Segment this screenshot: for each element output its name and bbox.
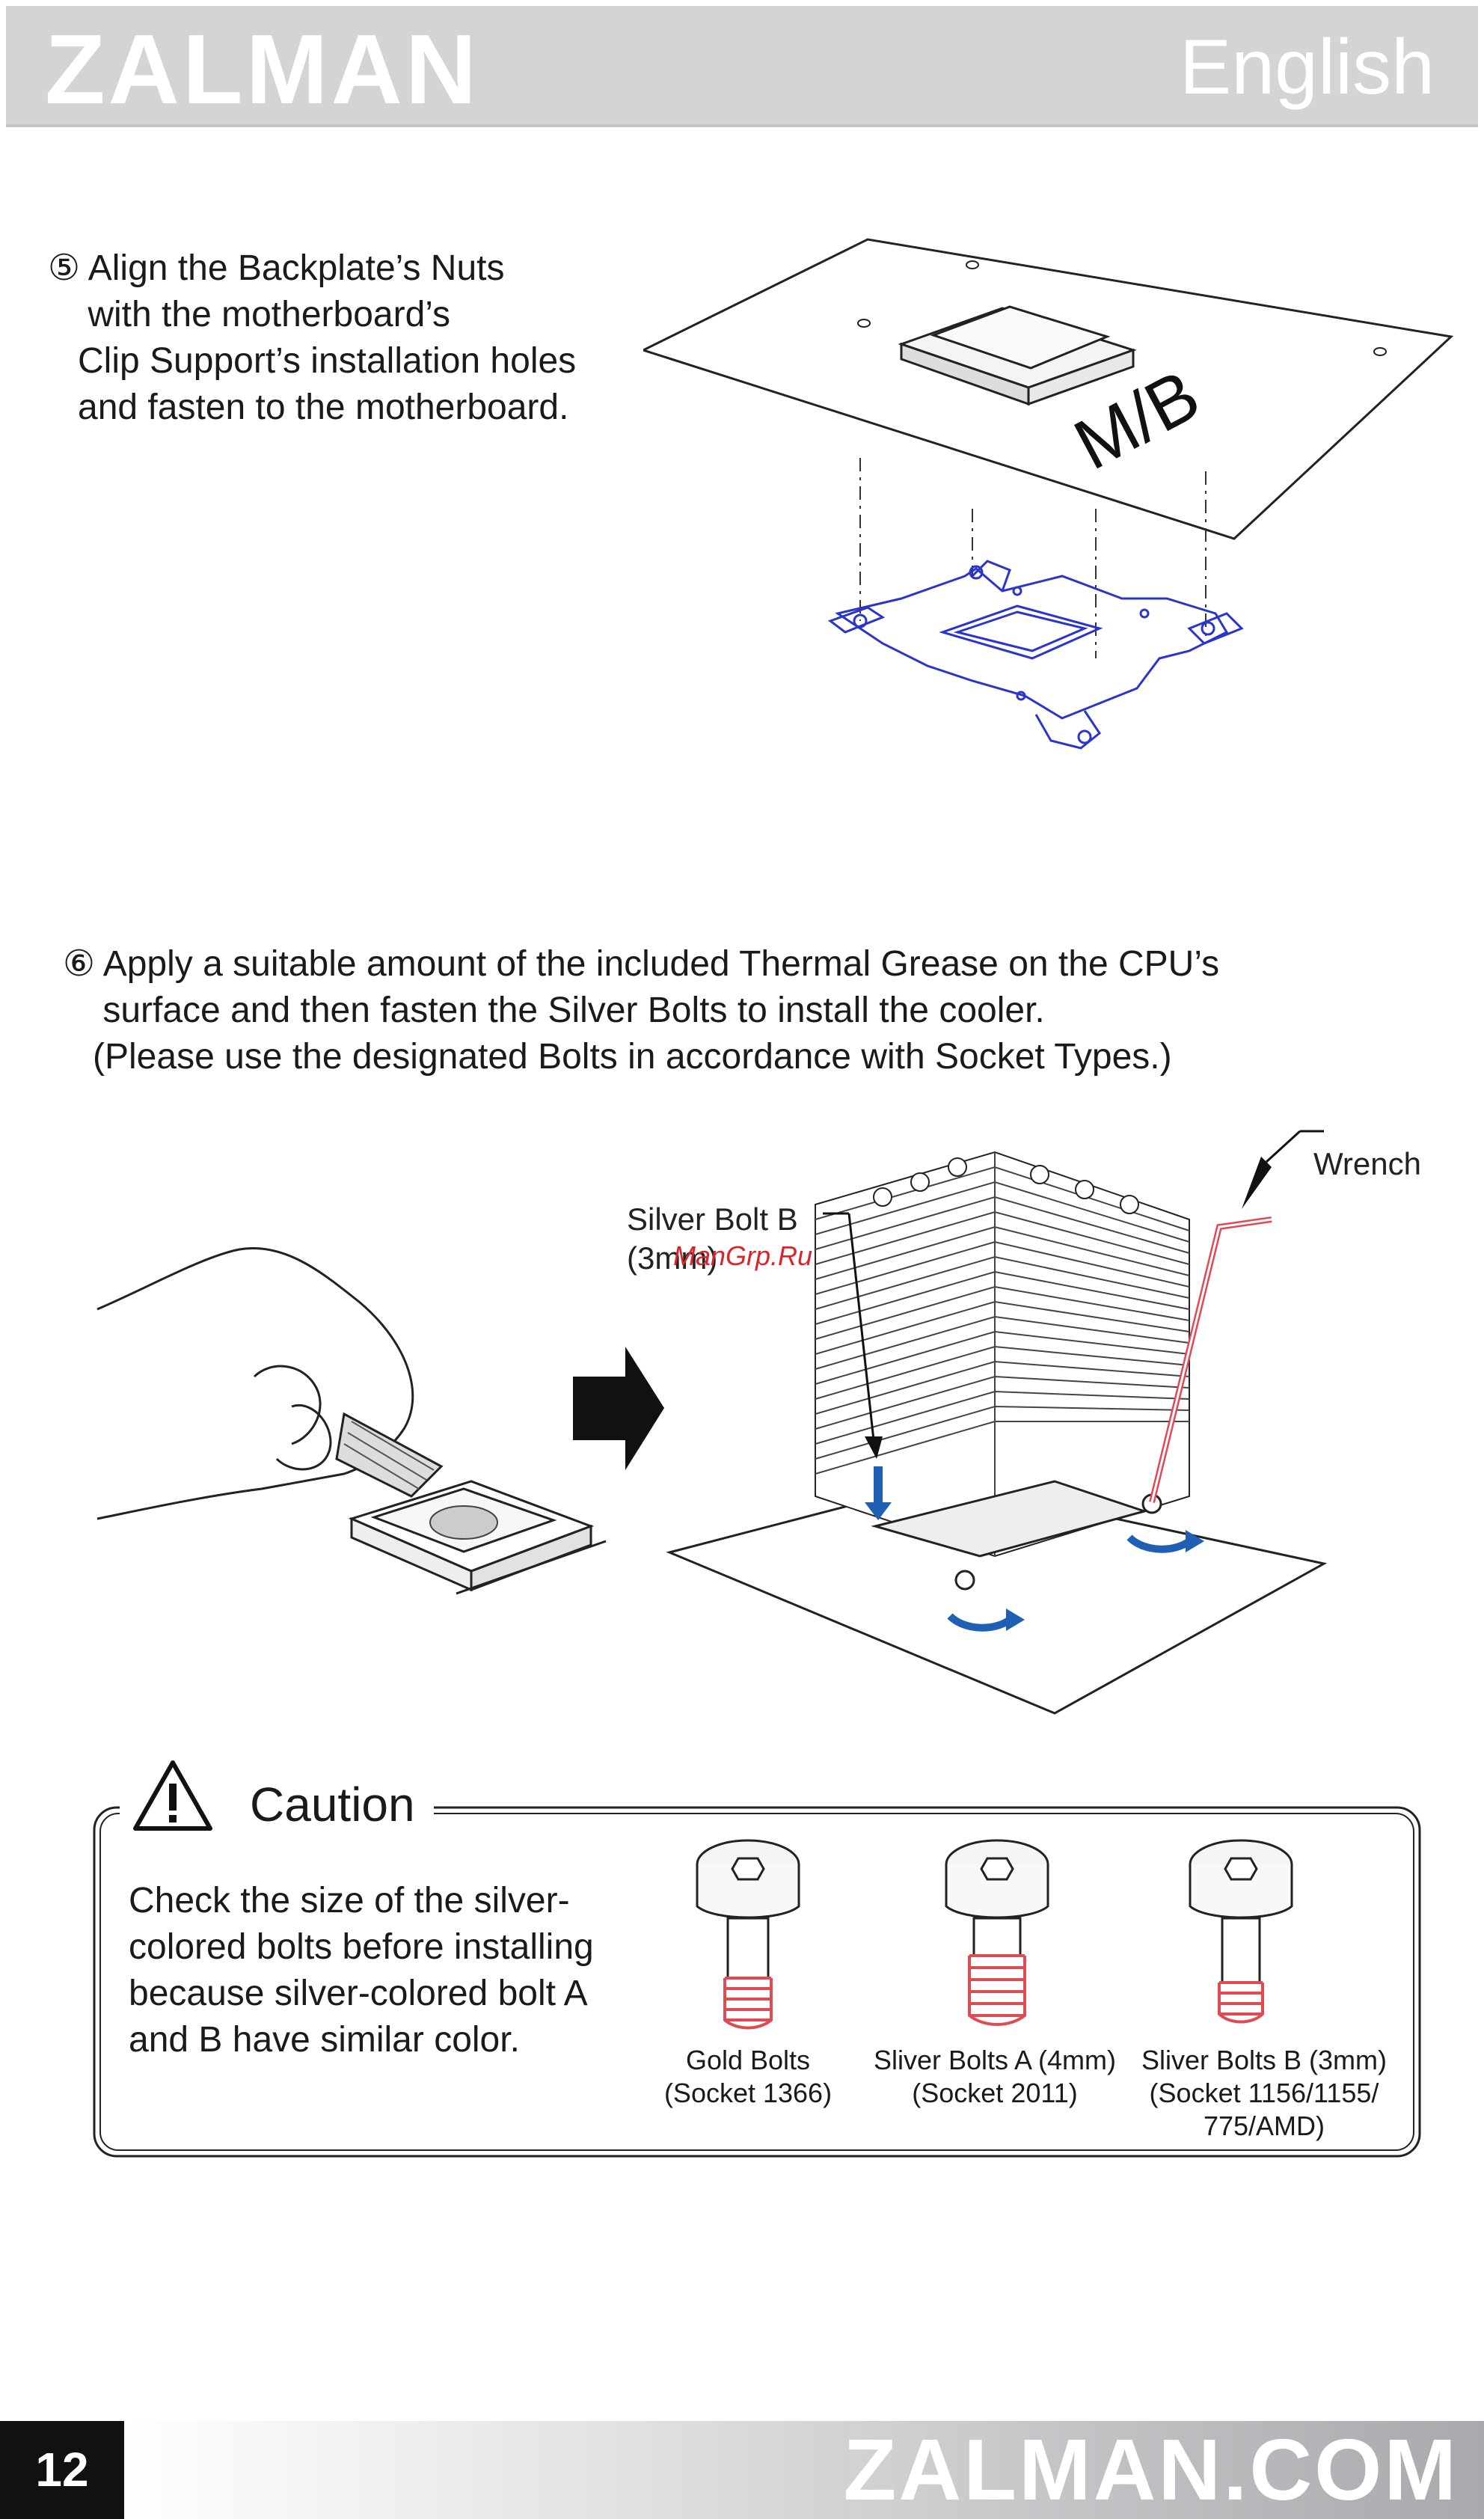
cooler-installation-illustration — [666, 1130, 1328, 1715]
hand-applying-grease-illustration — [96, 1247, 607, 1595]
silver-bolt-b-icon — [1189, 1839, 1293, 2024]
caution-box — [93, 1806, 1421, 2158]
warning-icon — [133, 1760, 212, 1831]
gold-bolt-icon — [696, 1839, 800, 2030]
motherboard-backplate-illustration: M/B — [643, 238, 1454, 750]
caution-title: Caution — [241, 1775, 424, 1834]
watermark: ManGrp.Ru — [673, 1240, 813, 1271]
caution-text: Check the size of the silver- colored bo… — [129, 1881, 594, 2060]
gold-bolts-label: Gold Bolts (Socket 1366) — [663, 2045, 833, 2108]
step6-instruction: ⑥ Apply a suitable amount of the include… — [63, 944, 1220, 1077]
silver-bolts-a-label: Sliver Bolts A (4mm) (Socket 2011) — [873, 2045, 1117, 2108]
page-number: 12 — [35, 2443, 89, 2497]
zalman-logo: ZALMAN — [45, 22, 479, 112]
wrench-callout: Wrench — [1313, 1146, 1421, 1181]
footer-bar — [124, 2421, 1484, 2519]
silver-bolt-b-callout: Silver Bolt B (3mm) — [627, 1202, 798, 1276]
silver-bolts-b-label: Sliver Bolts B (3mm) (Socket 1156/1155/ … — [1141, 2045, 1388, 2141]
step5-instruction: ⑤ Align the Backplate’s Nuts with the mo… — [48, 248, 577, 427]
page-number-box — [0, 2421, 124, 2519]
page-header — [6, 6, 1478, 127]
silver-bolt-a-icon — [945, 1839, 1049, 2026]
backplate — [827, 560, 1244, 750]
arrow-right-icon — [573, 1347, 664, 1470]
website-url: ZALMAN.COM — [843, 2421, 1459, 2518]
svg-text:ZALMAN: ZALMAN — [45, 22, 479, 112]
language-label: English — [1179, 24, 1435, 111]
